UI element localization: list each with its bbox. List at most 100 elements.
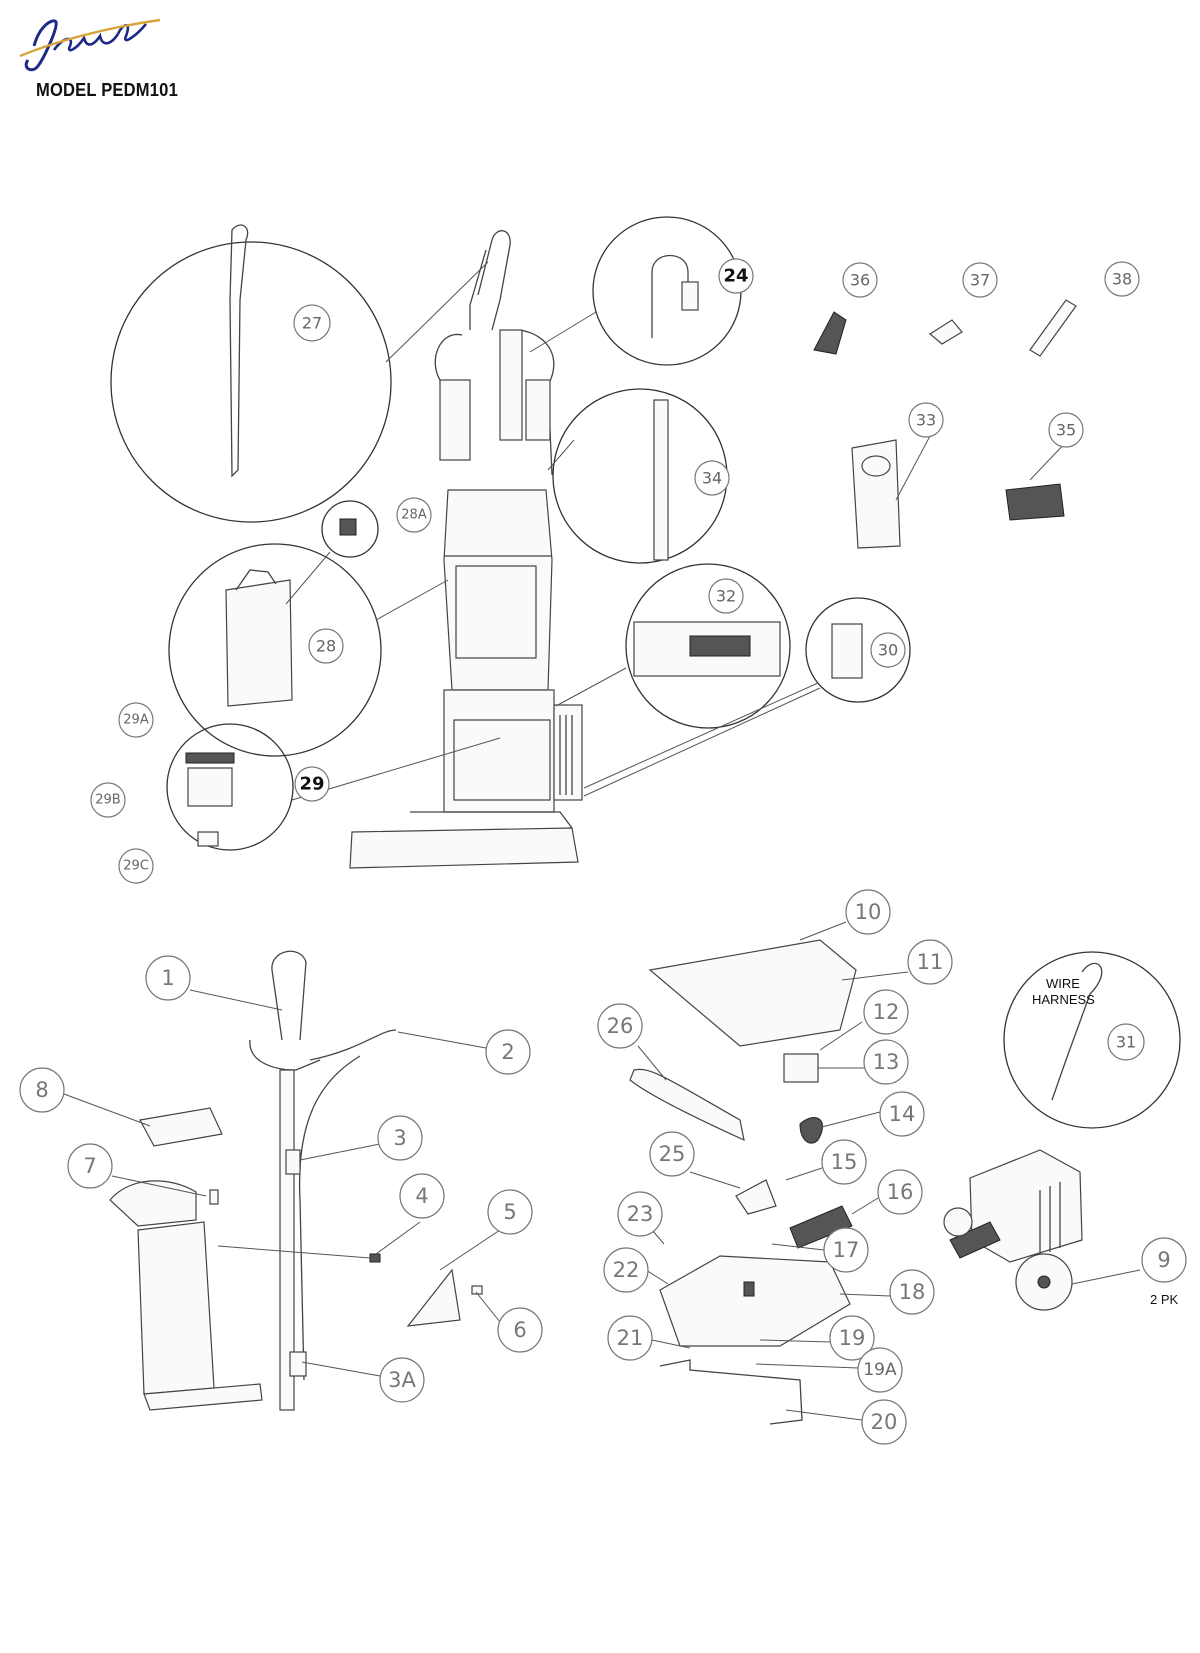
callout-2: 2 (485, 1029, 531, 1075)
leaders-lower-left (63, 989, 509, 1377)
svg-text:36: 36 (850, 271, 870, 290)
callout-15: 15 (821, 1139, 867, 1185)
motor-assembly (943, 1149, 1083, 1263)
svg-text:26: 26 (607, 1014, 634, 1038)
callout-32: 32 (708, 578, 744, 614)
svg-text:28A: 28A (401, 508, 427, 523)
svg-text:29B: 29B (95, 793, 120, 808)
callout-27: 27 (293, 304, 331, 342)
svg-text:29: 29 (299, 774, 324, 795)
callout-31: 31 (1107, 1023, 1145, 1061)
base-housing (659, 1255, 851, 1347)
svg-text:34: 34 (702, 469, 722, 488)
svg-text:3A: 3A (388, 1368, 416, 1392)
callout-8: 8 (19, 1067, 65, 1113)
svg-text:19: 19 (839, 1326, 866, 1350)
svg-text:28: 28 (316, 637, 336, 656)
callout-3A: 3A (379, 1357, 425, 1403)
callout-1: 1 (145, 955, 191, 1001)
svg-text:8: 8 (35, 1078, 48, 1102)
svg-text:11: 11 (917, 950, 944, 974)
callout-24: 24 (718, 258, 754, 294)
callout-13: 13 (863, 1039, 909, 1085)
callout-38: 38 (1104, 261, 1140, 297)
detail-circle-27 (110, 241, 392, 523)
detail-circle-32 (625, 563, 791, 729)
callout-20: 20 (861, 1399, 907, 1445)
callout-19: 19 (829, 1315, 875, 1361)
callout-7: 7 (67, 1143, 113, 1189)
detail-circle-31 (1003, 951, 1181, 1129)
svg-text:35: 35 (1056, 421, 1076, 440)
handle-assembly (249, 950, 397, 1411)
callout-19A: 19A (857, 1347, 903, 1393)
svg-text:25: 25 (659, 1142, 686, 1166)
callout-29B: 29B (90, 782, 126, 818)
svg-text:7: 7 (83, 1154, 96, 1178)
svg-text:5: 5 (503, 1200, 516, 1224)
callout-34: 34 (694, 460, 730, 496)
svg-text:29A: 29A (123, 713, 149, 728)
svg-text:31: 31 (1116, 1033, 1136, 1052)
svg-text:29C: 29C (123, 859, 149, 874)
bumper (659, 1359, 803, 1425)
callout-3: 3 (377, 1115, 423, 1161)
part-8 (139, 1107, 223, 1147)
detail-circle-28 (168, 543, 382, 757)
callout-18: 18 (889, 1269, 935, 1315)
svg-text:22: 22 (613, 1258, 640, 1282)
callout-4: 4 (399, 1173, 445, 1219)
svg-text:33: 33 (916, 411, 936, 430)
svg-text:12: 12 (873, 1000, 900, 1024)
svg-text:20: 20 (871, 1410, 898, 1434)
callout-33: 33 (908, 402, 944, 438)
svg-text:2: 2 (501, 1040, 514, 1064)
vacuum-main-body (349, 230, 583, 869)
callout-5: 5 (487, 1189, 533, 1235)
detail-circle-24 (592, 216, 742, 366)
svg-text:21: 21 (617, 1326, 644, 1350)
callout-29C: 29C (118, 848, 154, 884)
svg-text:13: 13 (873, 1050, 900, 1074)
svg-text:1: 1 (161, 966, 174, 990)
callout-16: 16 (877, 1169, 923, 1215)
detail-circle-29 (166, 723, 294, 851)
svg-text:16: 16 (887, 1180, 914, 1204)
callout-22: 22 (603, 1247, 649, 1293)
svg-text:38: 38 (1112, 270, 1132, 289)
detail-circle-30 (805, 597, 911, 703)
callout-23: 23 (617, 1191, 663, 1237)
wire-harness-label-line1: WIRE (1046, 976, 1080, 991)
callout-11: 11 (907, 939, 953, 985)
callout-36: 36 (842, 262, 878, 298)
leaders-lower-middle (637, 921, 909, 1421)
svg-text:4: 4 (415, 1184, 428, 1208)
callout-29A: 29A (118, 702, 154, 738)
brush-roll (629, 1068, 745, 1142)
svg-text:24: 24 (723, 266, 748, 287)
callout-28A: 28A (396, 497, 432, 533)
johnnyvac-logo (19, 18, 161, 72)
callout-14: 14 (879, 1091, 925, 1137)
part-5 (406, 1268, 461, 1327)
callout-28: 28 (308, 628, 344, 664)
detail-circle-28A (321, 500, 379, 558)
callout-25: 25 (649, 1131, 695, 1177)
svg-text:37: 37 (970, 271, 990, 290)
svg-text:14: 14 (889, 1102, 916, 1126)
callout-12: 12 (863, 989, 909, 1035)
callout-6: 6 (497, 1307, 543, 1353)
callout-10: 10 (845, 889, 891, 935)
callout-35: 35 (1048, 412, 1084, 448)
svg-text:3: 3 (393, 1126, 406, 1150)
callout-26: 26 (597, 1003, 643, 1049)
svg-text:15: 15 (831, 1150, 858, 1174)
svg-text:27: 27 (302, 314, 322, 333)
wire-harness-label-line2: HARNESS (1032, 992, 1095, 1007)
svg-text:19A: 19A (863, 1360, 897, 1380)
svg-text:23: 23 (627, 1202, 654, 1226)
callout-37: 37 (962, 262, 998, 298)
callout-30: 30 (870, 632, 906, 668)
two-pack-label: 2 PK (1150, 1292, 1179, 1307)
